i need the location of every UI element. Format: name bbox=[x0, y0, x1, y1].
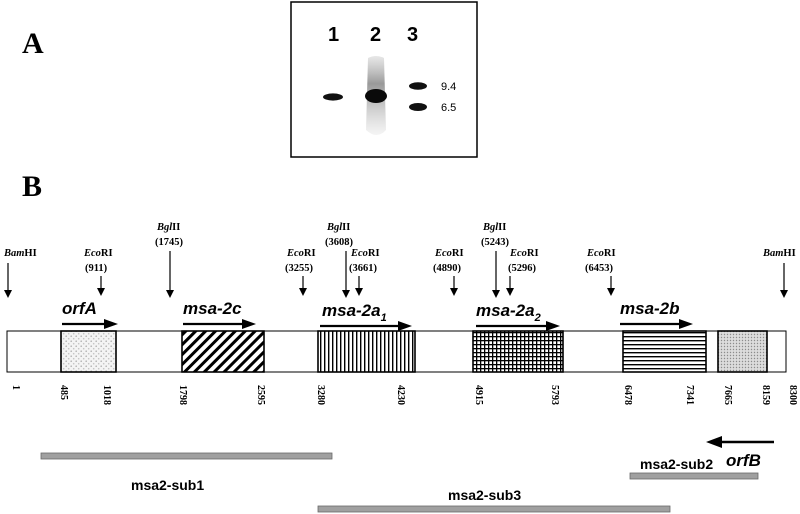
size-label-9-4: 9.4 bbox=[441, 81, 456, 93]
gene-label-msa-2a1: msa-2a1 bbox=[322, 301, 387, 324]
arrow-right-icon bbox=[242, 319, 256, 329]
gene-label-msa-2a2: msa-2a2 bbox=[476, 301, 541, 324]
subclone-bar-sub3 bbox=[317, 505, 671, 513]
gene-label-msa-2c: msa-2c bbox=[183, 299, 242, 318]
svg-text:EcoRI: EcoRI bbox=[286, 248, 316, 259]
lane-1-band bbox=[323, 93, 343, 101]
coord-orfa-start: 485 bbox=[58, 385, 69, 400]
genomic-map bbox=[6, 330, 787, 373]
site-bglii-5243: BglII (5243) bbox=[481, 222, 509, 298]
arrow-right-icon bbox=[546, 321, 560, 331]
coord-msa-2b-end: 7341 bbox=[684, 385, 695, 405]
svg-text:EcoRI: EcoRI bbox=[434, 248, 464, 259]
lane-label-2: 2 bbox=[370, 24, 381, 46]
subclone-label-sub3: msa2-sub3 bbox=[448, 487, 521, 503]
svg-text:EcoRI: EcoRI bbox=[509, 248, 539, 259]
coord-orfa-end: 1018 bbox=[101, 385, 112, 405]
lane-2-band bbox=[365, 89, 387, 103]
orfb-direction: orfB bbox=[706, 436, 774, 470]
site-bamhi-left: BamHI bbox=[3, 248, 37, 298]
coord-msa-2b-start: 6478 bbox=[622, 385, 633, 405]
svg-text:BglII: BglII bbox=[482, 222, 506, 233]
arrow-right-icon bbox=[679, 319, 693, 329]
gene-box-msa-2a1 bbox=[317, 330, 416, 373]
gene-box-msa-2c bbox=[181, 330, 265, 373]
svg-text:BamHI: BamHI bbox=[3, 248, 37, 259]
gene-label-orfb: orfB bbox=[726, 451, 761, 470]
coord-msa-2a2-end: 5793 bbox=[549, 385, 560, 405]
coord-orfb-end: 8159 bbox=[760, 385, 771, 405]
site-ecori-5296: EcoRI (5296) bbox=[506, 248, 539, 296]
subclone-bar-sub2 bbox=[629, 472, 759, 480]
marker-band-9-4 bbox=[409, 82, 427, 90]
svg-text:(5296): (5296) bbox=[508, 263, 536, 274]
coord-msa-2a2-start: 4915 bbox=[473, 385, 484, 405]
svg-text:(3255): (3255) bbox=[285, 263, 313, 274]
coord-orfb-start: 7665 bbox=[722, 385, 733, 405]
svg-text:BglII: BglII bbox=[156, 222, 180, 233]
coord-msa-2a1-end: 4230 bbox=[395, 385, 406, 405]
gene-labels: orfA msa-2c msa-2a1 msa-2a2 msa-2b bbox=[62, 299, 693, 331]
site-ecori-3661: EcoRI (3661) bbox=[349, 248, 380, 296]
site-ecori-3255: EcoRI (3255) bbox=[285, 248, 316, 296]
coord-msa-2c-end: 2595 bbox=[255, 385, 266, 405]
svg-text:BamHI: BamHI bbox=[762, 248, 796, 259]
coordinates: 1 485 1018 1798 2595 3280 4230 4915 5793… bbox=[10, 385, 798, 405]
svg-text:(6453): (6453) bbox=[585, 263, 613, 274]
site-ecori-4890: EcoRI (4890) bbox=[433, 248, 464, 296]
svg-text:EcoRI: EcoRI bbox=[350, 248, 380, 259]
svg-text:EcoRI: EcoRI bbox=[586, 248, 616, 259]
panel-b-letter: B bbox=[22, 170, 42, 203]
svg-text:(3661): (3661) bbox=[349, 263, 377, 274]
gene-label-msa-2b: msa-2b bbox=[620, 299, 680, 318]
coord-msa-2a1-start: 3280 bbox=[315, 385, 326, 405]
subclone-label-sub1: msa2-sub1 bbox=[131, 477, 204, 493]
southern-blot: 1 2 3 9.4 6.5 bbox=[290, 1, 478, 158]
subclone-bar-sub1 bbox=[40, 452, 333, 460]
marker-band-6-5 bbox=[409, 103, 427, 111]
arrow-right-icon bbox=[104, 319, 118, 329]
site-bglii-3608: BglII (3608) bbox=[325, 222, 353, 298]
svg-text:EcoRI: EcoRI bbox=[83, 248, 113, 259]
panel-a-letter: A bbox=[22, 27, 44, 60]
site-bamhi-right: BamHI bbox=[762, 248, 796, 298]
coord-right-end: 8300 bbox=[787, 385, 798, 405]
svg-text:(3608): (3608) bbox=[325, 237, 353, 248]
svg-text:(911): (911) bbox=[85, 263, 108, 274]
lane-label-3: 3 bbox=[407, 24, 418, 46]
svg-text:BglII: BglII bbox=[326, 222, 350, 233]
site-ecori-6453: EcoRI (6453) bbox=[585, 248, 616, 296]
gene-box-orfb bbox=[717, 330, 768, 373]
svg-text:(4890): (4890) bbox=[433, 263, 461, 274]
subclone-label-sub2: msa2-sub2 bbox=[640, 456, 713, 472]
gene-box-msa-2b bbox=[622, 330, 707, 373]
svg-text:(1745): (1745) bbox=[155, 237, 183, 248]
arrow-left-icon bbox=[706, 436, 722, 448]
coord-msa-2c-start: 1798 bbox=[177, 385, 188, 405]
gene-box-msa-2a2 bbox=[472, 330, 564, 373]
gene-label-orfa: orfA bbox=[62, 299, 97, 318]
site-bglii-1745: BglII (1745) bbox=[155, 222, 183, 298]
svg-text:(5243): (5243) bbox=[481, 237, 509, 248]
subclones: msa2-sub1 msa2-sub2 msa2-sub3 bbox=[40, 452, 759, 513]
gene-box-orfa bbox=[60, 330, 117, 373]
lane-label-1: 1 bbox=[328, 24, 339, 46]
arrow-right-icon bbox=[398, 321, 412, 331]
coord-left-end: 1 bbox=[10, 385, 21, 390]
size-label-6-5: 6.5 bbox=[441, 102, 456, 114]
site-ecori-911: EcoRI (911) bbox=[83, 248, 113, 296]
restriction-sites: BamHI EcoRI (911) BglII (1745) EcoRI (32… bbox=[3, 222, 796, 298]
